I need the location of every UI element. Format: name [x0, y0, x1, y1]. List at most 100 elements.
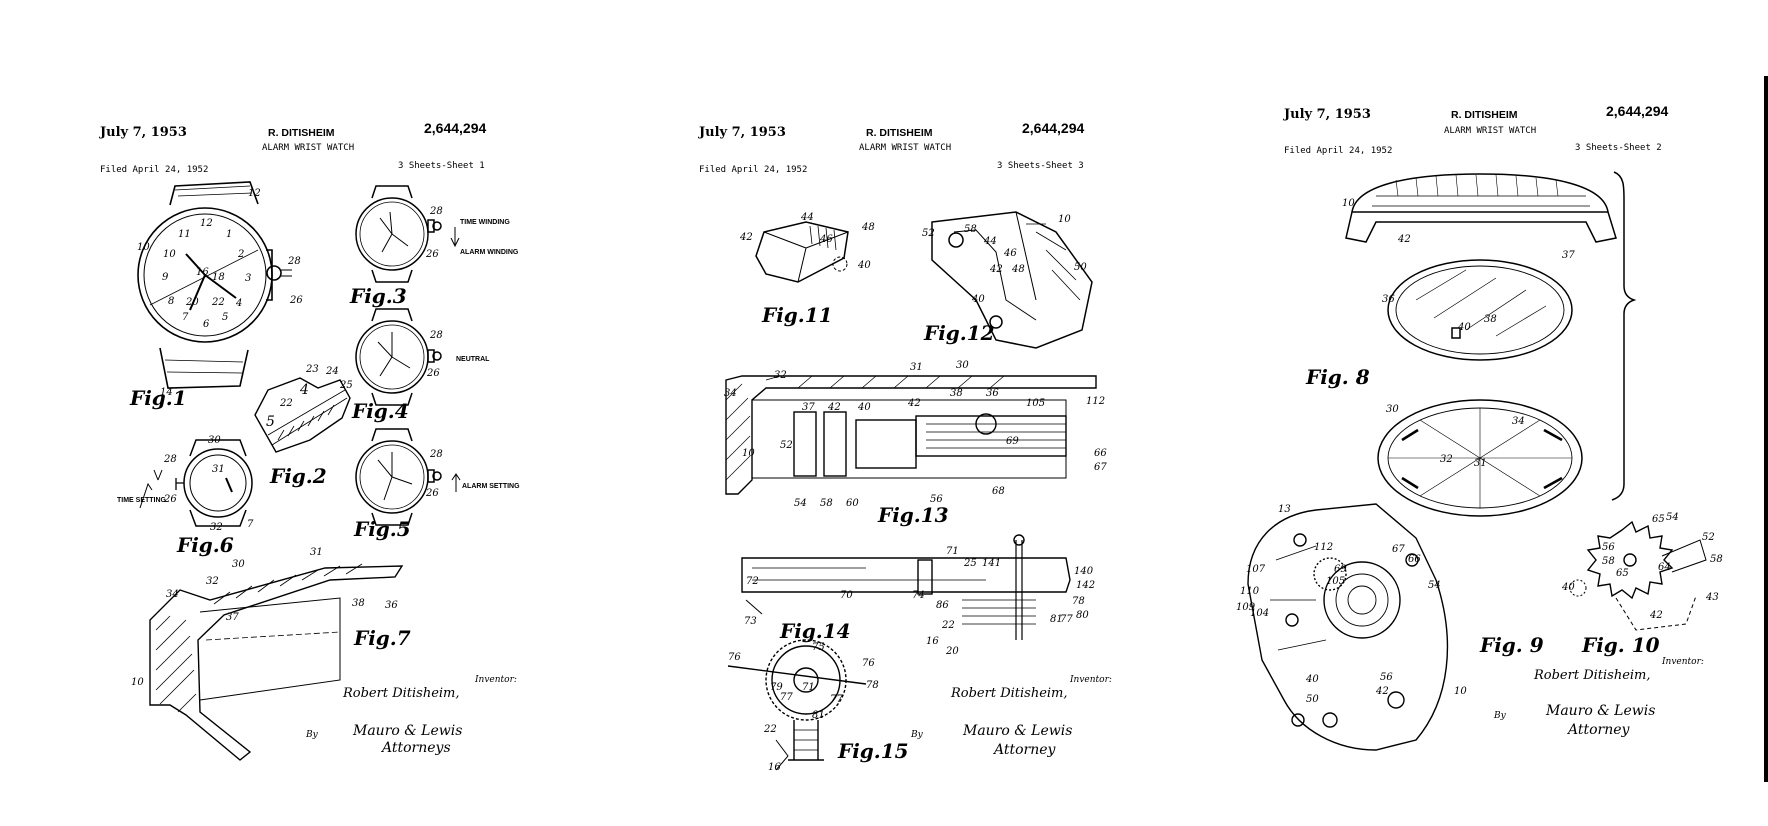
svg-text:58: 58 [820, 498, 833, 509]
attorney-signature: Mauro & Lewis [1545, 703, 1655, 719]
fig-12-caption: Fig.12 [923, 321, 995, 345]
svg-text:22: 22 [279, 398, 293, 409]
svg-text:10: 10 [1058, 214, 1071, 225]
svg-text:10: 10 [131, 677, 144, 688]
svg-text:26: 26 [289, 295, 303, 306]
svg-text:38: 38 [352, 598, 365, 609]
fig-1-caption: Fig.1 [129, 386, 187, 410]
svg-text:105: 105 [1326, 576, 1345, 587]
svg-text:16: 16 [926, 636, 939, 647]
sheet-date: July 7, 1953 [100, 125, 187, 140]
svg-text:1: 1 [226, 229, 232, 240]
svg-text:67: 67 [1094, 462, 1107, 473]
svg-text:48: 48 [861, 222, 875, 233]
sheet-count: 3 Sheets-Sheet 3 [997, 161, 1084, 171]
svg-text:107: 107 [1246, 564, 1266, 575]
fig-6-drawing [139, 439, 253, 527]
svg-text:73: 73 [744, 616, 757, 627]
svg-text:4: 4 [235, 298, 242, 309]
svg-text:104: 104 [1250, 608, 1269, 619]
inventor-label: Inventor: [474, 675, 517, 685]
svg-text:8: 8 [168, 296, 174, 307]
fig-5-caption: Fig.5 [353, 517, 411, 541]
sheet-inventor: R. DITISHEIM [268, 127, 335, 139]
svg-text:2: 2 [237, 249, 244, 260]
svg-text:16: 16 [196, 267, 209, 278]
sheet-title: ALARM WRIST WATCH [262, 143, 355, 153]
svg-text:72: 72 [746, 576, 759, 587]
svg-text:37: 37 [1562, 250, 1575, 261]
svg-text:30: 30 [208, 435, 221, 446]
svg-text:142: 142 [1076, 580, 1095, 591]
svg-text:43: 43 [1705, 592, 1719, 603]
sheet-date: July 7, 1953 [1284, 107, 1371, 122]
svg-text:60: 60 [846, 498, 859, 509]
svg-text:70: 70 [840, 590, 853, 601]
svg-text:18: 18 [212, 272, 225, 283]
attorneys-label: Attorney [1566, 722, 1631, 738]
sheet-filed-date: Filed April 24, 1952 [100, 165, 209, 175]
fig-5-drawing [355, 428, 461, 526]
fig-13-drawing [725, 375, 1097, 495]
svg-text:4: 4 [299, 382, 309, 398]
svg-text:26: 26 [425, 488, 439, 499]
svg-text:46: 46 [819, 234, 833, 245]
svg-text:32: 32 [774, 370, 787, 381]
svg-text:10: 10 [1342, 198, 1355, 209]
sheet-date: July 7, 1953 [699, 125, 786, 140]
svg-text:20: 20 [945, 646, 959, 657]
svg-text:50: 50 [1306, 694, 1319, 705]
fig-11-caption: Fig.11 [761, 303, 833, 327]
svg-text:23: 23 [305, 364, 319, 375]
fig-3-drawing [355, 185, 460, 283]
svg-text:75: 75 [812, 642, 825, 653]
svg-text:24: 24 [325, 366, 339, 377]
svg-text:76: 76 [728, 652, 741, 663]
svg-text:56: 56 [1602, 542, 1615, 553]
fig-8-caption: Fig. 8 [1305, 365, 1370, 389]
fig-15-caption: Fig.15 [837, 739, 909, 763]
fig-1-drawing [137, 181, 292, 389]
fig-11-drawing [755, 221, 849, 283]
svg-text:26: 26 [425, 249, 439, 260]
fig-2-drawing [254, 377, 351, 453]
svg-text:32: 32 [1440, 454, 1453, 465]
svg-text:26: 26 [426, 368, 440, 379]
svg-text:25: 25 [963, 558, 977, 569]
svg-text:10: 10 [137, 242, 150, 253]
svg-text:7: 7 [182, 312, 189, 323]
svg-text:34: 34 [1512, 416, 1525, 427]
svg-text:38: 38 [950, 388, 963, 399]
svg-text:140: 140 [1074, 566, 1094, 577]
svg-text:28: 28 [429, 330, 443, 341]
by-label: By [1493, 711, 1507, 721]
patent-sheet-2: July 7, 1953 R. DITISHEIM 2,644,294 ALAR… [1166, 0, 1768, 826]
svg-text:38: 38 [1484, 314, 1497, 325]
svg-text:28: 28 [163, 454, 177, 465]
svg-text:37: 37 [226, 612, 239, 623]
svg-text:74: 74 [912, 590, 925, 601]
svg-text:66: 66 [1094, 448, 1107, 459]
svg-text:5: 5 [266, 414, 275, 430]
svg-text:58: 58 [1602, 556, 1615, 567]
svg-text:40: 40 [1305, 674, 1319, 685]
svg-text:65: 65 [1652, 514, 1665, 525]
svg-text:105: 105 [1026, 398, 1045, 409]
svg-text:28: 28 [429, 449, 443, 460]
svg-text:80: 80 [1076, 610, 1089, 621]
svg-text:42: 42 [989, 264, 1003, 275]
svg-text:141: 141 [982, 558, 1001, 569]
svg-text:76: 76 [862, 658, 875, 669]
sheet-title: ALARM WRIST WATCH [1444, 126, 1537, 136]
attorney-signature: Mauro & Lewis [352, 723, 462, 739]
svg-text:22: 22 [211, 297, 225, 308]
svg-text:77: 77 [780, 692, 793, 703]
svg-text:42: 42 [1397, 234, 1411, 245]
svg-text:7: 7 [247, 519, 254, 530]
svg-text:10: 10 [1454, 686, 1467, 697]
svg-text:14: 14 [160, 387, 173, 398]
svg-text:81: 81 [812, 710, 825, 721]
